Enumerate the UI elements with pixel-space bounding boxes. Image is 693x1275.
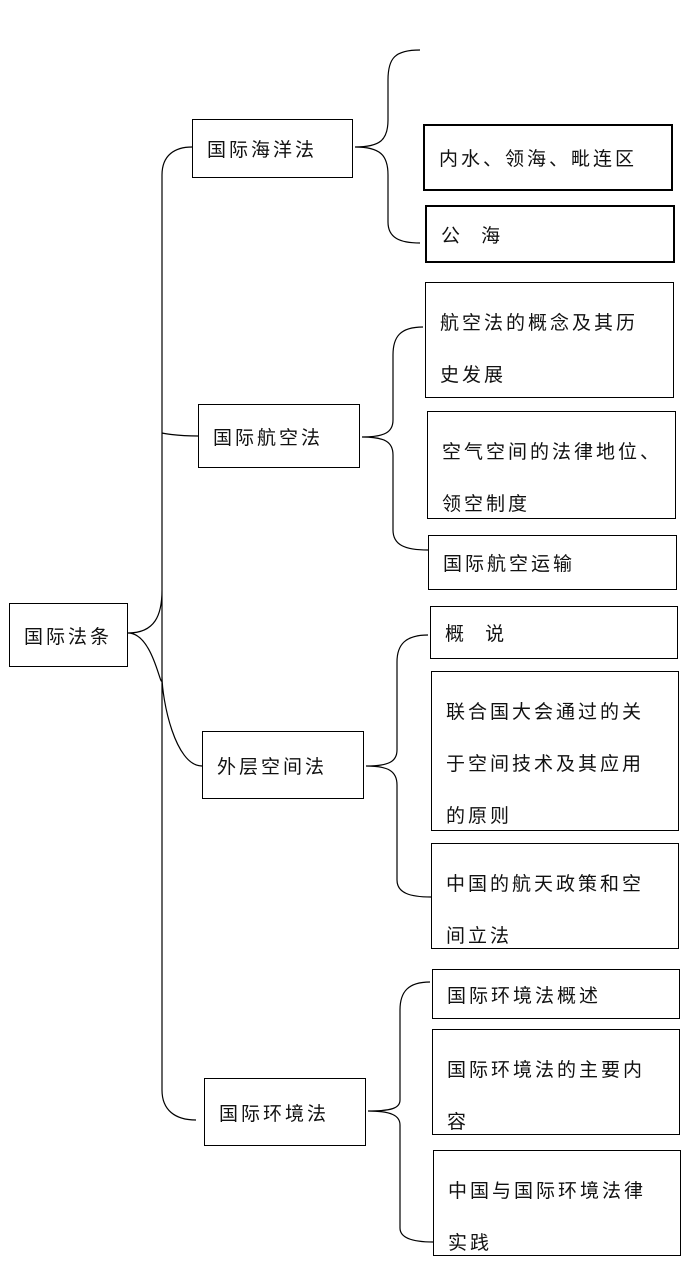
leaf-node: 中国的航天政策和空 间立法 — [431, 843, 679, 949]
leaf-node: 航空法的概念及其历 史发展 — [425, 282, 674, 398]
leaf-node: 国际环境法的主要内 容 — [432, 1029, 680, 1135]
leaf-label: 概 说 — [445, 623, 508, 645]
leaf-label: 内水、领海、毗连区 — [439, 148, 638, 170]
env-brace — [367, 981, 434, 1243]
branch-label: 外层空间法 — [217, 755, 328, 778]
leaf-line: 于空间技术及其应用 — [446, 753, 645, 775]
leaf-node: 空气空间的法律地位、 领空制度 — [427, 411, 676, 519]
air-brace — [361, 326, 429, 551]
leaf-line: 容 — [447, 1111, 470, 1133]
leaf-node: 国际环境法概述 — [432, 969, 680, 1019]
leaf-line: 联合国大会通过的关 — [446, 701, 645, 723]
leaf-line: 实践 — [448, 1232, 493, 1254]
branch-node-sea-law: 国际海洋法 — [192, 119, 353, 178]
leaf-line: 航空法的概念及其历 — [440, 312, 639, 334]
space-brace — [365, 634, 432, 898]
leaf-label: 国际环境法概述 — [447, 984, 602, 1007]
leaf-label: 国际航空运输 — [443, 553, 576, 575]
branch-node-outer-space-law: 外层空间法 — [202, 731, 364, 799]
leaf-line: 领空制度 — [442, 493, 531, 515]
leaf-node: 概 说 — [430, 606, 678, 659]
branch-label: 国际海洋法 — [207, 139, 318, 161]
root-node: 国际法条 — [9, 603, 128, 667]
root-brace — [127, 146, 203, 1121]
leaf-line: 空气空间的法律地位、 — [442, 441, 663, 463]
root-label: 国际法条 — [24, 625, 113, 648]
leaf-node: 内水、领海、毗连区 — [423, 124, 673, 191]
leaf-line: 国际环境法的主要内 — [447, 1059, 646, 1081]
leaf-line: 的原则 — [446, 805, 513, 827]
leaf-node: 公 海 — [425, 205, 675, 263]
leaf-line: 中国的航天政策和空 — [446, 873, 645, 895]
branch-label: 国际环境法 — [219, 1102, 330, 1125]
leaf-node: 国际航空运输 — [428, 535, 677, 590]
leaf-line: 中国与国际环境法律 — [448, 1180, 647, 1202]
leaf-node: 联合国大会通过的关 于空间技术及其应用 的原则 — [431, 671, 679, 831]
branch-label: 国际航空法 — [213, 426, 324, 449]
leaf-line: 间立法 — [446, 925, 513, 947]
branch-node-air-law: 国际航空法 — [198, 404, 360, 468]
sea-brace — [354, 49, 421, 244]
leaf-line: 史发展 — [440, 364, 507, 386]
leaf-label: 公 海 — [441, 224, 504, 247]
branch-node-environmental-law: 国际环境法 — [204, 1078, 366, 1146]
leaf-node: 中国与国际环境法律 实践 — [433, 1150, 681, 1256]
